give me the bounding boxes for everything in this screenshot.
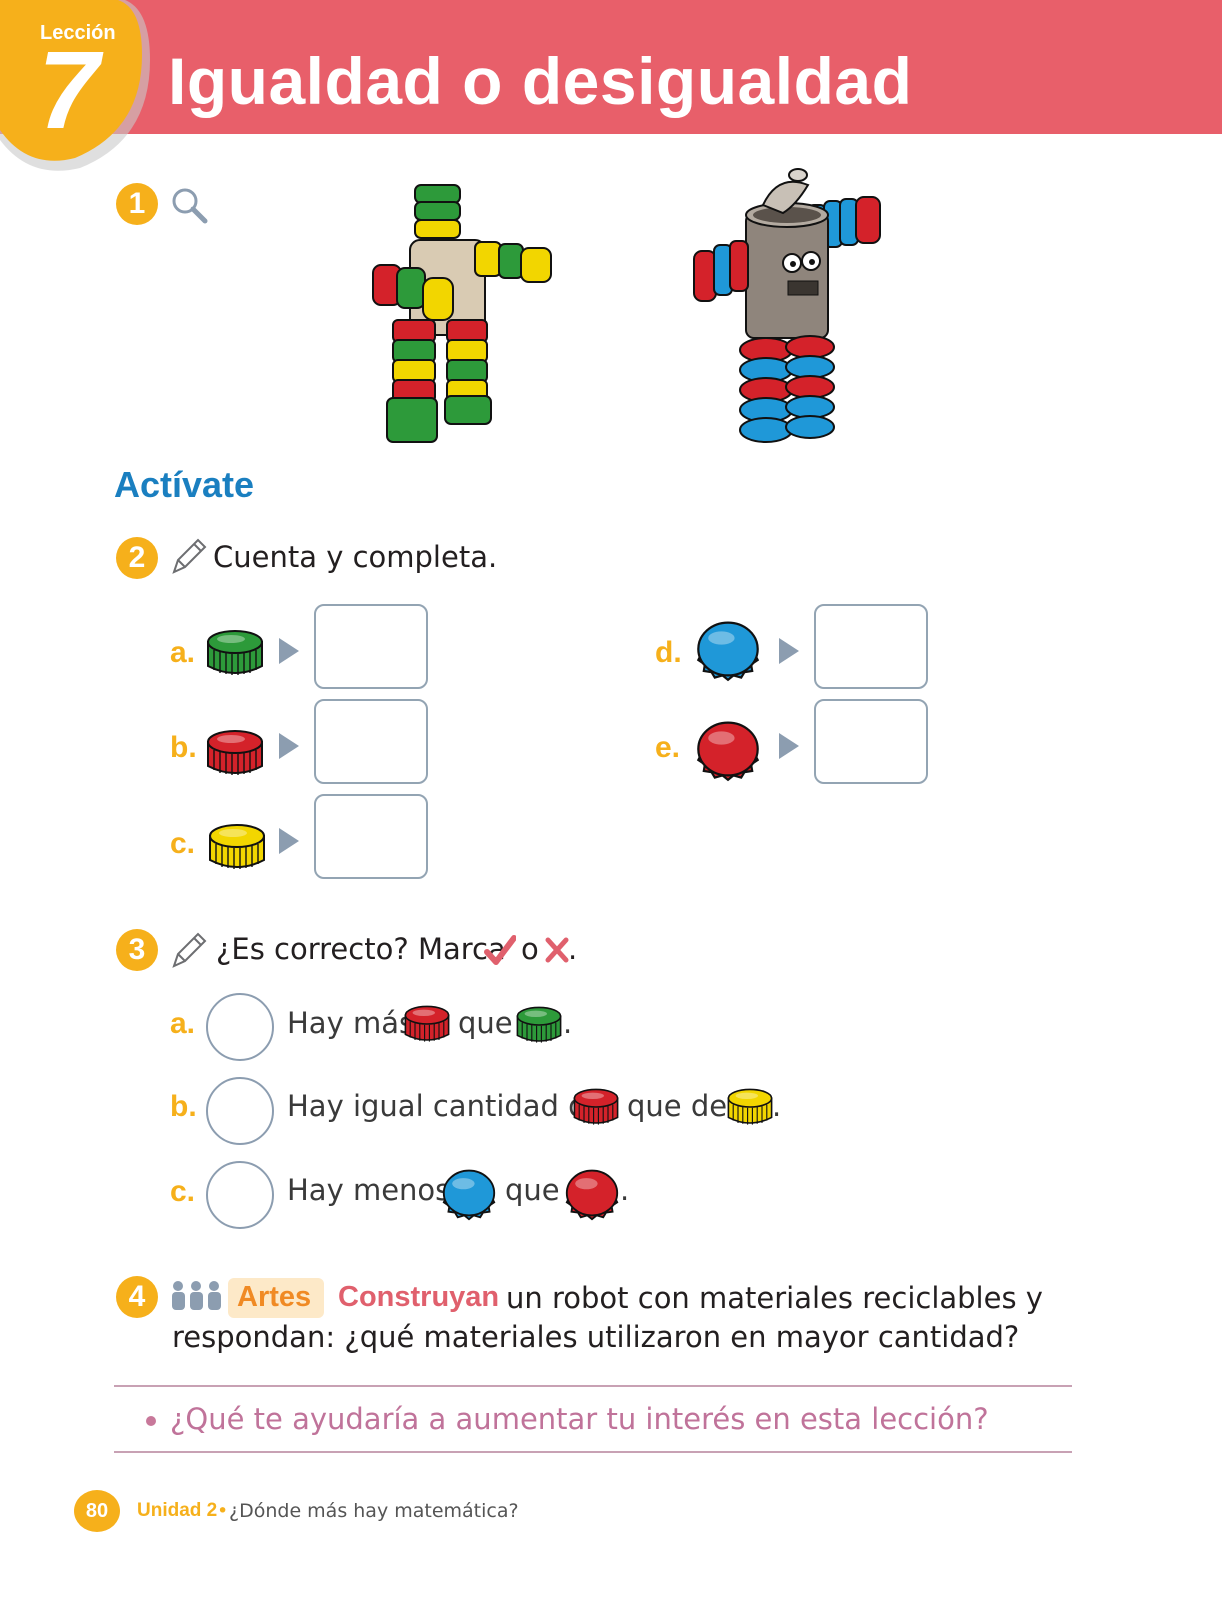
arrow-icon bbox=[779, 638, 799, 664]
header-band bbox=[0, 0, 1222, 134]
activity-4-text-line2: respondan: ¿qué materiales utilizaron en… bbox=[172, 1320, 1020, 1354]
pencil-icon bbox=[172, 932, 207, 968]
page-title: Igualdad o desigualdad bbox=[168, 44, 913, 118]
robot-can-illustration bbox=[693, 168, 881, 443]
item-2c-letter: c. bbox=[170, 827, 196, 860]
red-cap-icon bbox=[204, 728, 266, 778]
item-3c-text-1: Hay menos bbox=[287, 1173, 451, 1207]
check-circle-3a[interactable] bbox=[206, 993, 274, 1061]
yellow-cap-icon bbox=[726, 1087, 774, 1127]
activity-2-instruction: Cuenta y completa. bbox=[213, 540, 498, 574]
blue-crown-cap-icon bbox=[441, 1165, 497, 1221]
item-3a-end: . bbox=[563, 1006, 573, 1040]
pencil-icon bbox=[172, 538, 207, 574]
check-circle-3c[interactable] bbox=[206, 1161, 274, 1229]
magnifier-icon bbox=[172, 188, 208, 224]
item-2e-letter: e. bbox=[655, 731, 681, 764]
item-3a-text-2: que bbox=[458, 1006, 513, 1040]
check-circle-3b[interactable] bbox=[206, 1077, 274, 1145]
group-icon bbox=[172, 1281, 221, 1310]
lesson-badge bbox=[0, 0, 150, 171]
footer-separator: • bbox=[217, 1500, 229, 1522]
arrow-icon bbox=[279, 638, 299, 664]
item-3b-letter: b. bbox=[170, 1090, 197, 1123]
answer-box-2c[interactable] bbox=[314, 794, 428, 879]
item-2a-letter: a. bbox=[170, 636, 196, 669]
activity-3-period: . bbox=[568, 932, 578, 966]
footer-unit: Unidad 2 bbox=[137, 1500, 218, 1521]
yellow-cap-icon bbox=[206, 822, 268, 872]
red-crown-cap-icon bbox=[564, 1165, 620, 1221]
item-2d-letter: d. bbox=[655, 636, 682, 669]
artes-label: Artes bbox=[237, 1281, 312, 1313]
reflection-question: ¿Qué te ayudaría a aumentar tu interés e… bbox=[170, 1402, 989, 1436]
item-3a-text-1: Hay más bbox=[287, 1006, 415, 1040]
green-cap-icon bbox=[515, 1005, 563, 1045]
arrow-icon bbox=[279, 733, 299, 759]
blue-crown-cap-icon bbox=[695, 616, 761, 682]
divider-top bbox=[114, 1385, 1072, 1387]
item-3a-letter: a. bbox=[170, 1007, 196, 1040]
red-cap-icon bbox=[572, 1087, 620, 1127]
activity-4-text-line1: un robot con materiales reciclables y bbox=[506, 1281, 1043, 1315]
activity-3-instruction: ¿Es correcto? Marca bbox=[216, 932, 506, 966]
item-3b-text-1: Hay igual cantidad de bbox=[287, 1089, 605, 1123]
page-number: 80 bbox=[74, 1490, 120, 1532]
red-cap-icon bbox=[403, 1004, 451, 1044]
item-3c-letter: c. bbox=[170, 1175, 196, 1208]
artes-tag bbox=[228, 1278, 324, 1318]
green-cap-icon bbox=[204, 628, 266, 678]
reflection-bullet bbox=[146, 1416, 156, 1426]
answer-box-2e[interactable] bbox=[814, 699, 928, 784]
answer-box-2a[interactable] bbox=[314, 604, 428, 689]
item-3b-text-2: que de bbox=[627, 1089, 728, 1123]
lesson-label: Lección bbox=[40, 22, 116, 44]
activity-3-or: o bbox=[521, 932, 539, 966]
divider-bottom bbox=[114, 1451, 1072, 1453]
check-mark-icon bbox=[484, 935, 516, 965]
activity-3-number: 3 bbox=[116, 929, 158, 971]
red-crown-cap-icon bbox=[695, 716, 761, 782]
lesson-number: 7 bbox=[38, 29, 100, 152]
footer-subtitle: ¿Dónde más hay matemática? bbox=[229, 1500, 519, 1522]
activity-1-number: 1 bbox=[116, 183, 158, 225]
item-2b-letter: b. bbox=[170, 731, 197, 764]
item-3c-text-2: que bbox=[505, 1173, 560, 1207]
activity-4-verb: Construyan bbox=[338, 1281, 500, 1313]
item-3c-end: . bbox=[620, 1173, 630, 1207]
answer-box-2b[interactable] bbox=[314, 699, 428, 784]
activity-4-number: 4 bbox=[116, 1276, 158, 1318]
section-title: Actívate bbox=[114, 464, 255, 505]
robot-caps-illustration bbox=[372, 184, 552, 443]
cross-mark-icon bbox=[545, 937, 569, 963]
item-3b-end: . bbox=[772, 1089, 782, 1123]
arrow-icon bbox=[779, 733, 799, 759]
arrow-icon bbox=[279, 828, 299, 854]
activity-2-number: 2 bbox=[116, 537, 158, 579]
answer-box-2d[interactable] bbox=[814, 604, 928, 689]
